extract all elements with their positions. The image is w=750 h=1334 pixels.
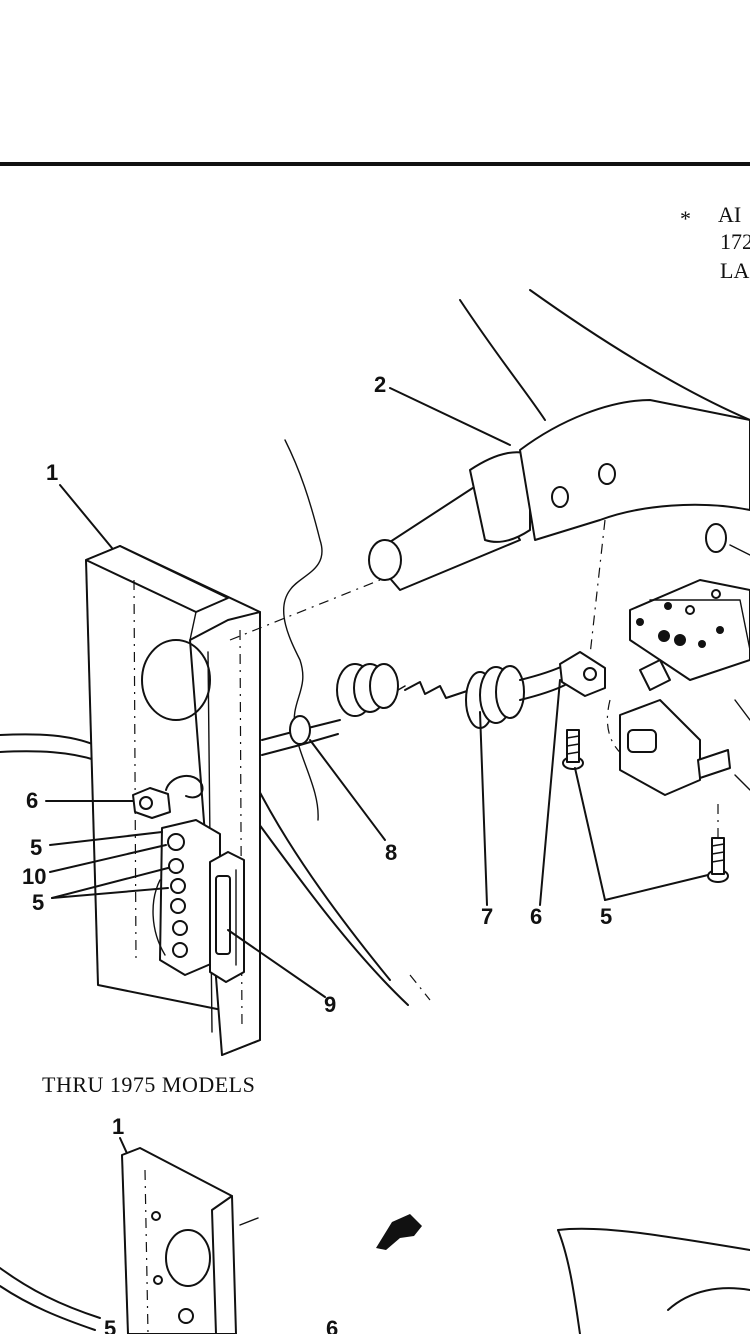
note-line-2: 172 bbox=[720, 229, 750, 254]
callout-5-left-b: 5 bbox=[32, 890, 44, 915]
structure-tube-lower bbox=[0, 1267, 101, 1331]
lower-right-arc bbox=[667, 1287, 750, 1311]
structure-tube-left bbox=[0, 733, 96, 761]
leader-2 bbox=[389, 387, 511, 446]
cable-clamp bbox=[559, 651, 606, 697]
pointer-hand-icon bbox=[376, 1214, 422, 1250]
leader-1-top bbox=[59, 484, 113, 549]
note-line-1: AI bbox=[718, 202, 741, 227]
clamp-hole bbox=[583, 667, 597, 681]
callout-8: 8 bbox=[385, 840, 397, 865]
callout-1-top: 1 bbox=[46, 460, 58, 485]
lower-right-outline-2 bbox=[557, 1229, 581, 1334]
note-line-3: LA bbox=[720, 258, 749, 283]
callout-5-left-a: 5 bbox=[30, 835, 42, 860]
structure-dashed bbox=[409, 974, 431, 1001]
callout-7: 7 bbox=[481, 904, 493, 929]
leader-5-left-a bbox=[49, 831, 163, 846]
callout-2: 2 bbox=[374, 372, 386, 397]
structure-diagonal bbox=[244, 804, 409, 1006]
break-line bbox=[283, 439, 323, 821]
leader-5-left-b1 bbox=[51, 867, 169, 899]
callout-1-bottom: 1 bbox=[112, 1114, 124, 1139]
screw-lower bbox=[707, 800, 729, 883]
leader-5-left-b2 bbox=[51, 887, 169, 899]
channel-bracket-lower bbox=[121, 1147, 259, 1334]
coil-assembly-7 bbox=[465, 664, 566, 729]
guide-line-1 bbox=[229, 579, 381, 641]
leader-7 bbox=[479, 711, 488, 906]
grommet-coil bbox=[289, 663, 406, 745]
leader-6-mid bbox=[539, 679, 561, 906]
callout-6-bottom: 6 bbox=[326, 1316, 338, 1334]
switch-assembly bbox=[619, 523, 750, 796]
note-block: * AI 172 LA bbox=[680, 202, 750, 283]
leader-8 bbox=[309, 739, 386, 841]
zigzag-spring bbox=[404, 681, 471, 699]
fuse-holder bbox=[209, 851, 245, 983]
callout-6-mid: 6 bbox=[530, 904, 542, 929]
screw-upper bbox=[562, 729, 584, 770]
lower-right-outline bbox=[557, 1227, 750, 1251]
note-asterisk: * bbox=[680, 206, 691, 231]
leader-10 bbox=[49, 844, 167, 873]
callout-6-left: 6 bbox=[26, 788, 38, 813]
terminal-strip bbox=[132, 775, 221, 976]
callout-5-bottom: 5 bbox=[104, 1316, 116, 1334]
leader-5-mid-2 bbox=[604, 874, 709, 901]
leader-9 bbox=[227, 929, 326, 998]
caption-thru-1975: THRU 1975 MODELS bbox=[42, 1072, 255, 1097]
callout-10: 10 bbox=[22, 864, 46, 889]
callout-9: 9 bbox=[324, 992, 336, 1017]
callout-5-mid: 5 bbox=[600, 904, 612, 929]
control-tube bbox=[368, 289, 750, 591]
leader-5-mid-1 bbox=[574, 767, 606, 901]
guide-line-2 bbox=[589, 519, 606, 656]
